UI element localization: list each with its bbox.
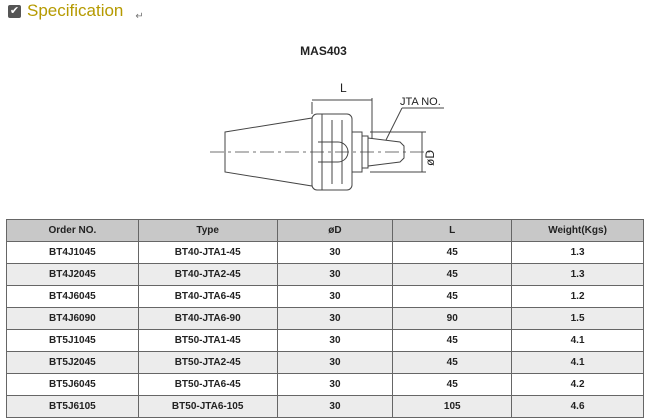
- table-cell: BT5J1045: [6, 329, 139, 352]
- table-cell: 4.6: [511, 395, 644, 418]
- column-header: L: [392, 219, 513, 242]
- table-cell: BT40-JTA2-45: [137, 263, 278, 286]
- table-cell: BT5J2045: [6, 351, 139, 374]
- table-cell: BT4J6090: [6, 307, 139, 330]
- table-cell: 1.3: [511, 263, 644, 286]
- checkbox-icon: ✔: [8, 4, 21, 18]
- column-header: Weight(Kgs): [511, 219, 644, 242]
- table-cell: BT5J6045: [6, 373, 139, 396]
- table-cell: 45: [392, 263, 513, 286]
- return-mark: ↵: [135, 10, 144, 22]
- table-cell: 30: [276, 329, 394, 352]
- table-cell: BT50-JTA2-45: [137, 351, 278, 374]
- table-cell: 90: [392, 307, 513, 330]
- table-cell: 30: [276, 395, 394, 418]
- column-header: Type: [137, 219, 278, 242]
- table-cell: 30: [276, 351, 394, 374]
- table-cell: 30: [276, 285, 394, 308]
- table-cell: 45: [392, 285, 513, 308]
- table-cell: BT5J6105: [6, 395, 139, 418]
- table-cell: 4.2: [511, 373, 644, 396]
- table-cell: 1.2: [511, 285, 644, 308]
- table-cell: BT4J2045: [6, 263, 139, 286]
- table-cell: 45: [392, 351, 513, 374]
- table-cell: 45: [392, 373, 513, 396]
- table-cell: BT50-JTA1-45: [137, 329, 278, 352]
- table-cell: 105: [392, 395, 513, 418]
- label-L: L: [340, 81, 347, 95]
- table-cell: BT40-JTA6-90: [137, 307, 278, 330]
- table-cell: 45: [392, 241, 513, 264]
- table-cell: BT4J6045: [6, 285, 139, 308]
- table-cell: 45: [392, 329, 513, 352]
- table-cell: 30: [276, 373, 394, 396]
- column-header: Order NO.: [6, 219, 139, 242]
- section-header: ✔ Specification ↵: [8, 0, 144, 22]
- label-jta: JTA NO.: [400, 96, 441, 108]
- section-title: Specification: [27, 1, 124, 20]
- table-cell: 30: [276, 263, 394, 286]
- column-header: øD: [276, 219, 394, 242]
- table-cell: 1.5: [511, 307, 644, 330]
- drawing-caption: MAS403: [300, 44, 347, 58]
- tool-holder-drawing: L JTA NO. øD: [210, 81, 444, 191]
- table-cell: BT50-JTA6-45: [137, 373, 278, 396]
- table-cell: BT50-JTA6-105: [137, 395, 278, 418]
- table-cell: 1.3: [511, 241, 644, 264]
- table-cell: 30: [276, 241, 394, 264]
- table-cell: BT40-JTA6-45: [137, 285, 278, 308]
- table-cell: 4.1: [511, 351, 644, 374]
- table-cell: 30: [276, 307, 394, 330]
- table-cell: BT4J1045: [6, 241, 139, 264]
- label-diameter: øD: [423, 150, 437, 166]
- table-cell: 4.1: [511, 329, 644, 352]
- table-cell: BT40-JTA1-45: [137, 241, 278, 264]
